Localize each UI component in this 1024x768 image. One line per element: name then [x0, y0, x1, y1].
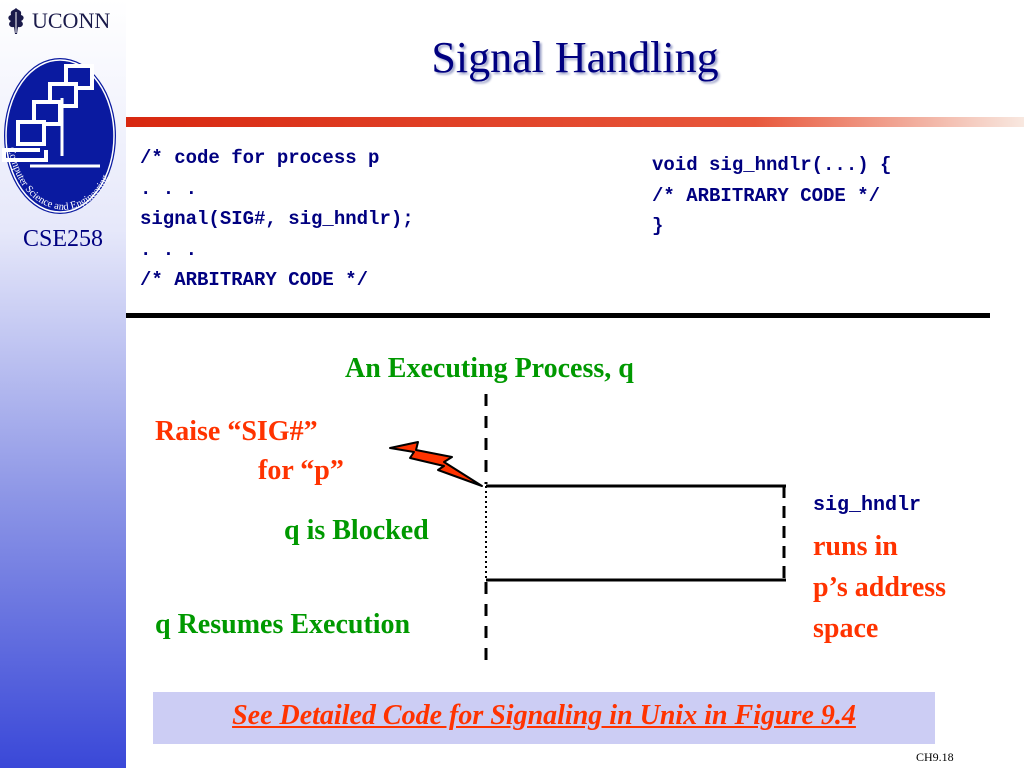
section-divider [126, 313, 990, 318]
code-line: void sig_hndlr(...) { [652, 154, 892, 176]
cse-department-logo: Computer Science and Engineering [2, 58, 116, 214]
handler-address: p’s address [813, 572, 947, 603]
sig-hndlr-code: void sig_hndlr(...) { /* ARBITRARY CODE … [652, 150, 891, 242]
uconn-wordmark: UCONN [32, 8, 111, 33]
process-p-code: /* code for process p . . . signal(SIG#,… [140, 143, 414, 296]
code-line: /* ARBITRARY CODE */ [652, 184, 881, 207]
resumes-label: q Resumes Execution [155, 609, 411, 640]
computers-network-icon [2, 64, 94, 162]
reference-box: See Detailed Code for Signaling in Unix … [153, 692, 935, 744]
slide-number: CH9.18 [916, 750, 954, 764]
title-rule [126, 117, 1024, 127]
code-line: } [652, 215, 664, 237]
uconn-logo: UCONN [4, 6, 122, 36]
lightning-bolt-icon [389, 441, 483, 487]
reference-link[interactable]: See Detailed Code for Signaling in Unix … [232, 700, 856, 731]
sidebar: UCONN Computer Science and Engineering C… [0, 0, 126, 768]
handler-runs-in: runs in [813, 531, 898, 562]
code-line: /* code for process p [140, 147, 380, 169]
raise-target-label: for “p” [258, 455, 344, 486]
code-line: signal(SIG#, sig_hndlr); [140, 208, 414, 230]
code-line: /* ARBITRARY CODE */ [140, 269, 369, 291]
course-code: CSE258 [22, 226, 103, 252]
handler-name: sig_hndlr [813, 494, 922, 517]
handler-space: space [813, 613, 879, 644]
code-line: . . . [140, 238, 198, 261]
oak-leaf-icon [8, 8, 24, 34]
code-line: . . . [140, 177, 198, 200]
blocked-label: q is Blocked [284, 515, 429, 546]
raise-signal-label: Raise “SIG#” [155, 416, 318, 447]
slide-title: Signal Handling [431, 33, 719, 82]
process-label: An Executing Process, q [345, 353, 634, 384]
